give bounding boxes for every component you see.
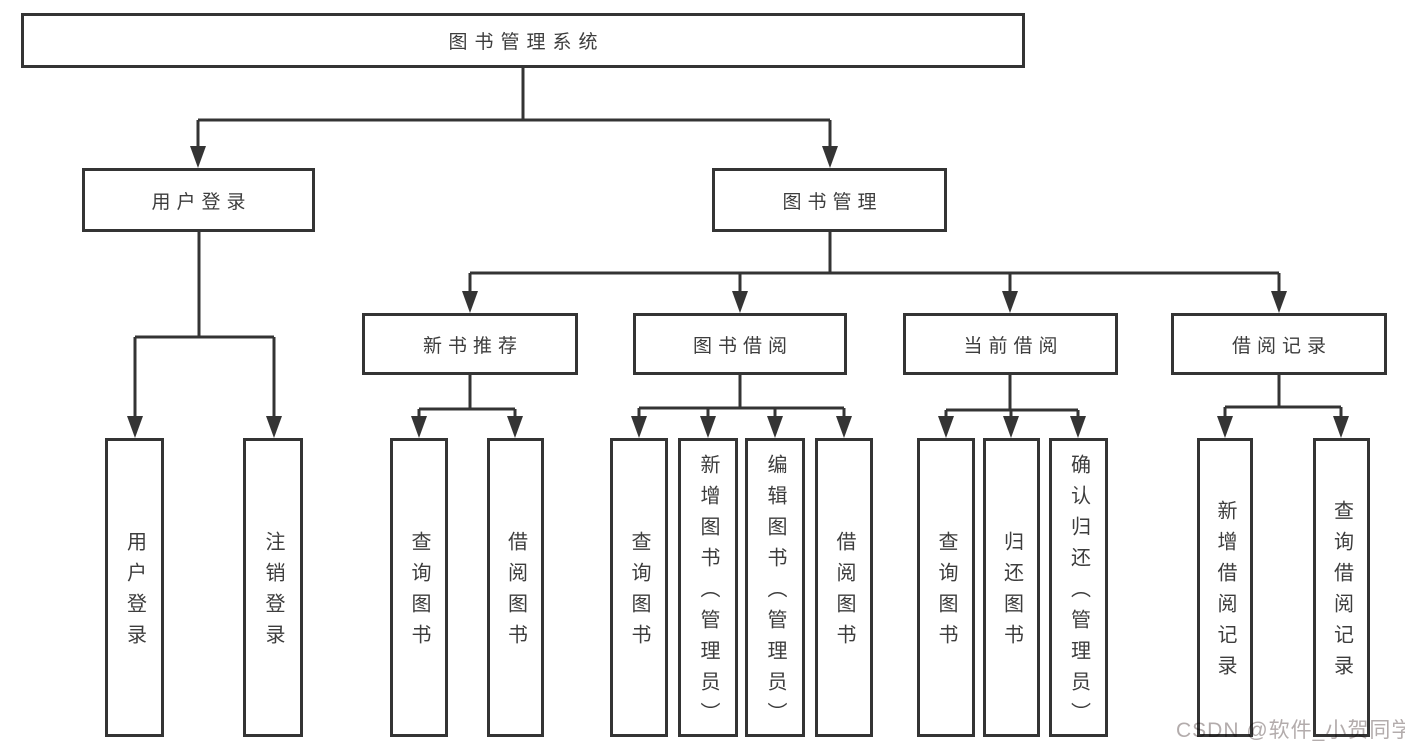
node-root-label: 图书管理系统	[448, 32, 605, 53]
node-leaf-logout-login-label: 注销登录	[262, 531, 284, 655]
connector-root-to-level2	[190, 68, 838, 168]
node-book-borrow: 图书借阅	[633, 313, 847, 375]
arrowhead-leaf-logout-login	[266, 416, 282, 438]
node-leaf-return-book: 归还图书	[983, 438, 1040, 737]
connector-new-book-recommend-to-leaves	[411, 375, 523, 438]
node-user-login: 用户登录	[82, 168, 315, 232]
node-leaf-return-book-label: 归还图书	[1000, 531, 1023, 655]
node-leaf-edit-book-admin: 编辑图书（管理员）	[745, 438, 805, 737]
node-leaf-add-book-admin-label: 新增图书（管理员）	[697, 453, 719, 733]
node-leaf-query-borrow-record-label: 查询借阅记录	[1330, 500, 1353, 686]
node-leaf-query-book-borrow: 查询图书	[610, 438, 668, 737]
node-new-book-recommend-label: 新书推荐	[422, 335, 523, 357]
arrowhead-new-book-recommend	[462, 291, 478, 313]
node-leaf-query-book-current-label: 查询图书	[935, 531, 957, 655]
node-leaf-borrow-book-recommend: 借阅图书	[487, 438, 544, 737]
node-root: 图书管理系统	[21, 13, 1025, 68]
node-leaf-add-borrow-record: 新增借阅记录	[1197, 438, 1253, 737]
arrowhead-book-borrow	[732, 291, 748, 313]
node-leaf-add-book-admin: 新增图书（管理员）	[678, 438, 738, 737]
node-leaf-edit-book-admin-label: 编辑图书（管理员）	[764, 453, 786, 733]
arrowhead-leaf-user-login	[127, 416, 143, 438]
node-leaf-query-book-recommend: 查询图书	[390, 438, 448, 737]
arrowhead-user-login	[190, 146, 206, 168]
node-leaf-query-borrow-record: 查询借阅记录	[1313, 438, 1370, 737]
node-current-borrow-label: 当前借阅	[963, 335, 1064, 357]
node-user-login-label: 用户登录	[151, 191, 252, 213]
arrowhead-book-management	[822, 146, 838, 168]
node-leaf-borrow-book-recommend-label: 借阅图书	[504, 531, 527, 655]
connector-borrow-record-to-leaves	[1217, 375, 1349, 438]
connector-book-management-to-level3	[462, 232, 1287, 313]
arrowhead-current-borrow	[1002, 291, 1018, 313]
node-leaf-confirm-return-admin: 确认归还（管理员）	[1049, 438, 1108, 737]
watermark: CSDN @软件_小贺同学	[1176, 719, 1405, 742]
connector-user-login-to-leaves	[127, 232, 282, 438]
node-leaf-borrow-book-borrow-label: 借阅图书	[833, 531, 855, 655]
node-leaf-add-borrow-record-label: 新增借阅记录	[1214, 500, 1236, 686]
node-borrow-record-label: 借阅记录	[1231, 335, 1332, 357]
node-book-management-label: 图书管理	[782, 191, 883, 213]
node-leaf-query-book-recommend-label: 查询图书	[408, 531, 430, 655]
node-new-book-recommend: 新书推荐	[362, 313, 578, 375]
connector-book-borrow-to-leaves	[631, 375, 852, 438]
connector-current-borrow-to-leaves	[938, 375, 1086, 438]
node-leaf-user-login: 用户登录	[105, 438, 164, 737]
node-leaf-query-book-current: 查询图书	[917, 438, 975, 737]
node-current-borrow: 当前借阅	[903, 313, 1118, 375]
node-book-management: 图书管理	[712, 168, 947, 232]
node-leaf-user-login-label: 用户登录	[123, 531, 146, 655]
node-leaf-logout-login: 注销登录	[243, 438, 303, 737]
node-leaf-query-book-borrow-label: 查询图书	[628, 531, 650, 655]
node-borrow-record: 借阅记录	[1171, 313, 1387, 375]
arrowhead-borrow-record	[1271, 291, 1287, 313]
node-book-borrow-label: 图书借阅	[692, 335, 793, 357]
node-leaf-confirm-return-admin-label: 确认归还（管理员）	[1067, 453, 1090, 733]
node-leaf-borrow-book-borrow: 借阅图书	[815, 438, 873, 737]
